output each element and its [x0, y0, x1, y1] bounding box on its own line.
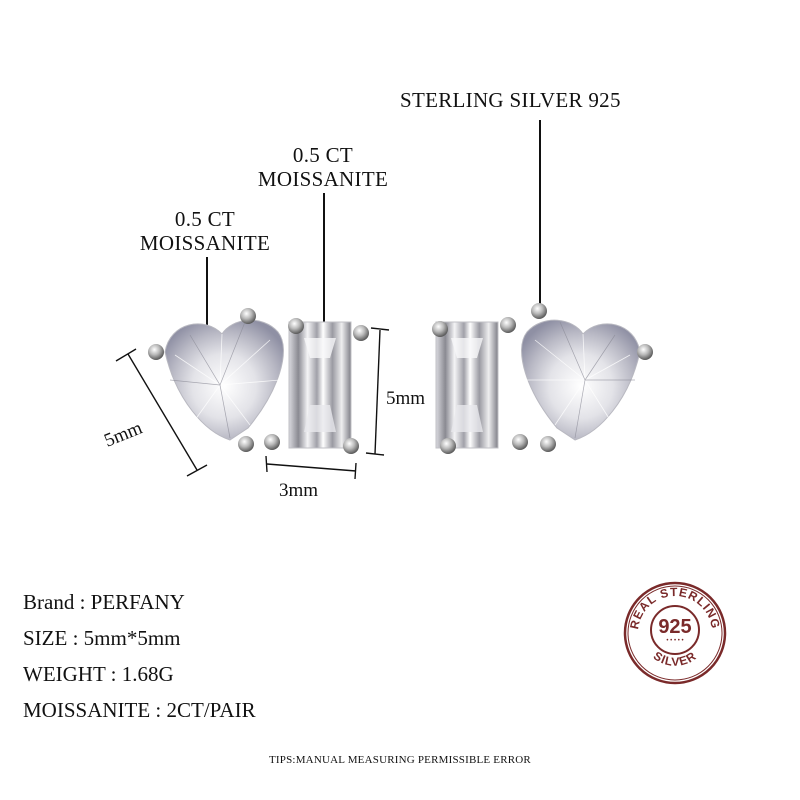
- stamp-bottom-text: SILVER: [651, 649, 698, 669]
- left-stone-carat: 0.5 CT: [174, 207, 236, 231]
- right-earring: [432, 303, 653, 454]
- spec-moissanite: MOISSANITE : 2CT/PAIR: [23, 698, 256, 722]
- middle-stone-type: MOISSANITE: [257, 167, 389, 191]
- spec-size: SIZE : 5mm*5mm: [23, 626, 181, 650]
- stamp-dots: • • • • •: [666, 638, 684, 644]
- sterling-leader-line: [539, 120, 541, 306]
- spec-brand: Brand : PERFANY: [23, 590, 185, 614]
- middle-stone-carat: 0.5 CT: [292, 143, 354, 167]
- dimension-lines: [115, 327, 390, 480]
- middle-stone-leader-line: [323, 193, 325, 385]
- sterling-925-stamp: REAL STERLING SILVER 925 • • • • •: [620, 578, 730, 688]
- stamp-center-text: 925: [658, 616, 692, 638]
- spec-weight: WEIGHT : 1.68G: [23, 662, 174, 686]
- sterling-silver-label: STERLING SILVER 925: [400, 88, 621, 112]
- left-earring: [148, 308, 369, 454]
- tips-note: TIPS:MANUAL MEASURING PERMISSIBLE ERROR: [269, 754, 531, 766]
- left-stone-label: 0.5 CT MOISSANITE: [125, 207, 285, 255]
- left-stone-type: MOISSANITE: [139, 231, 271, 255]
- specs-list: Brand : PERFANY SIZE : 5mm*5mm WEIGHT : …: [23, 590, 256, 734]
- middle-stone-label: 0.5 CT MOISSANITE: [243, 143, 403, 191]
- width-dimension-label: 3mm: [279, 480, 319, 501]
- svg-text:SILVER: SILVER: [651, 649, 699, 669]
- height-dimension-label: 5mm: [386, 388, 426, 409]
